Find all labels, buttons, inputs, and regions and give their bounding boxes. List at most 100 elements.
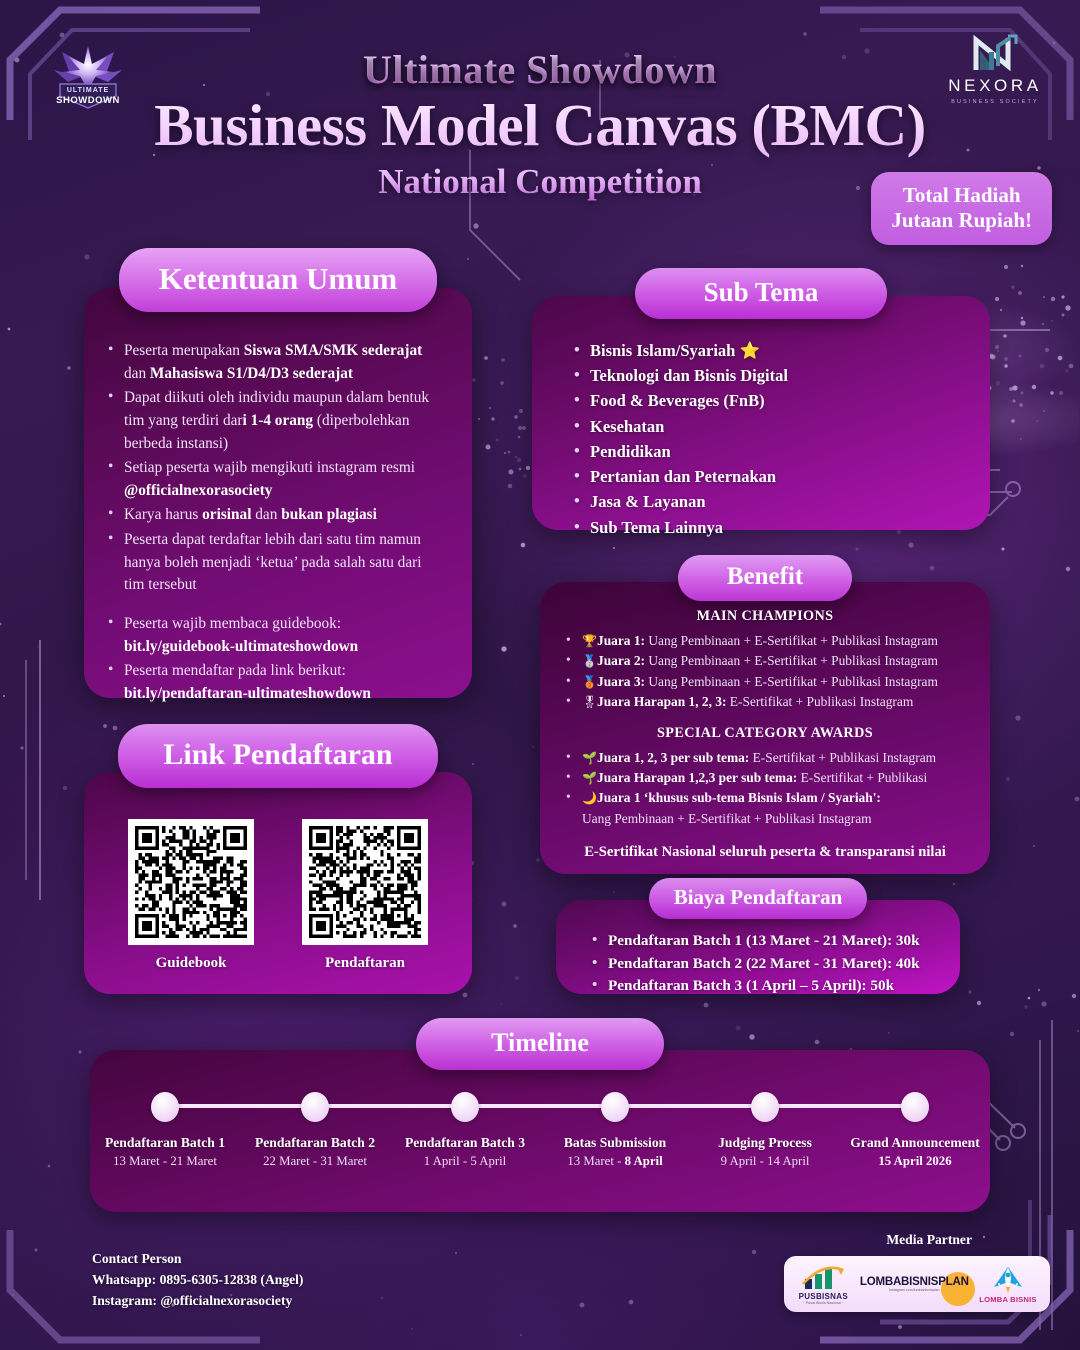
timeline-milestone-name: Judging Process	[718, 1135, 812, 1150]
contact-whatsapp: Whatsapp: 0895-6305-12838 (Angel)	[92, 1272, 304, 1288]
ketentuan-umum-heading: Ketentuan Umum	[119, 248, 437, 312]
timeline-dot	[601, 1092, 629, 1122]
title-line-1: Ultimate Showdown	[0, 46, 1080, 93]
ketentuan-umum-card: Ketentuan Umum Peserta merupakan Siswa S…	[84, 248, 472, 702]
timeline-milestone: Grand Announcement 15 April 2026	[840, 1092, 990, 1170]
list-item: Pertanian dan Peternakan	[574, 463, 788, 489]
list-item: Dapat diikuti oleh individu maupun dalam…	[108, 386, 442, 455]
list-item: Pendaftaran Batch 3 (1 April – 5 April):…	[592, 974, 920, 998]
lomba-bisnis-label: LOMBA BISNIS	[979, 1294, 1037, 1304]
list-item: Pendaftaran Batch 1 (13 Maret - 21 Maret…	[592, 929, 920, 953]
qr-code-pendaftaran-caption: Pendaftaran	[325, 955, 405, 971]
seedling-emoji: 🌱	[582, 770, 597, 785]
list-item: Bisnis Islam/Syariah ⭐	[574, 337, 788, 363]
main-champions-heading: MAIN CHAMPIONS	[696, 608, 834, 624]
ultimate-showdown-logo: ULTIMATE SHOWDOWN	[48, 40, 128, 110]
qr-code-pendaftaran-item: Pendaftaran	[302, 819, 428, 972]
list-item: 🥉Juara 3: Uang Pembinaan + E-Sertifikat …	[566, 671, 990, 692]
list-item: 🥈Juara 2: Uang Pembinaan + E-Sertifikat …	[566, 650, 990, 671]
qr-code-guidebook-item: Guidebook	[128, 819, 254, 972]
list-item: Peserta mendaftar pada link berikut: bit…	[108, 659, 442, 705]
timeline-milestone-name: Batas Submission	[563, 1135, 667, 1150]
qr-code-guidebook[interactable]	[128, 819, 254, 945]
pusbisnas-label: PUSBISNAS	[798, 1291, 848, 1301]
list-item: Peserta merupakan Siswa SMA/SMK sederaja…	[108, 339, 442, 385]
sub-tema-card: Sub Tema Bisnis Islam/Syariah ⭐Teknologi…	[532, 268, 990, 539]
wing-burst-icon	[54, 46, 122, 90]
timeline-milestone-date: 9 April - 14 April	[720, 1154, 810, 1168]
nexora-tagline: BUSINESS SOCIETY	[951, 99, 1039, 105]
crescent-moon-emoji: 🌙	[582, 791, 597, 806]
benefit-heading: Benefit	[678, 555, 852, 601]
special-awards-list: 🌱Juara 1, 2, 3 per sub tema: E-Sertifika…	[566, 746, 990, 830]
list-item: Kesehatan	[574, 413, 788, 439]
lomba-bisnis-logo: LOMBA BISNIS	[979, 1265, 1036, 1304]
biaya-pendaftaran-card: Biaya Pendaftaran Pendaftaran Batch 1 (1…	[556, 878, 960, 996]
media-partner-box: PUSBISNAS ~ Pusat Bisnis Nasional ~ LOMB…	[784, 1256, 1050, 1312]
poster-header: ULTIMATE SHOWDOWN NEXORA BUSINESS SOCIET…	[0, 0, 1080, 250]
nexora-mark-icon	[973, 34, 1018, 72]
seedling-emoji: 🌱	[582, 750, 597, 765]
contact-instagram: Instagram: @officialnexorasociety	[92, 1293, 293, 1309]
list-item: Sub Tema Lainnya	[574, 514, 788, 540]
list-item: 🌙Juara 1 ‘khusus sub-tema Bisnis Islam /…	[566, 787, 990, 829]
qr-code-pendaftaran[interactable]	[302, 819, 428, 945]
contact-person-block: Contact Person Whatsapp: 0895-6305-12838…	[92, 1248, 303, 1311]
media-partner-title: Media Partner	[886, 1232, 972, 1247]
nexora-logo: NEXORA BUSINESS SOCIETY	[940, 32, 1050, 116]
contact-title: Contact Person	[92, 1251, 182, 1266]
timeline-heading: Timeline	[416, 1018, 664, 1070]
biaya-pendaftaran-heading: Biaya Pendaftaran	[649, 878, 867, 919]
list-item: Jasa & Layanan	[574, 488, 788, 514]
timeline-milestone: Pendaftaran Batch 2 22 Maret - 31 Maret	[240, 1092, 390, 1170]
timeline-dot	[301, 1092, 329, 1122]
main-champions-list: 🏆Juara 1: Uang Pembinaan + E-Sertifikat …	[566, 630, 990, 713]
lombabisnisplan-label: LOMBABISNISPLAN	[859, 1276, 969, 1288]
link-pendaftaran-heading: Link Pendaftaran	[118, 724, 438, 788]
prize-badge: Total Hadiah Jutaan Rupiah!	[871, 172, 1052, 246]
star-emoji: ⭐	[739, 341, 761, 360]
list-item: Food & Beverages (FnB)	[574, 387, 788, 413]
timeline-dot	[751, 1092, 779, 1122]
logo-text-ultimate: ULTIMATE	[67, 87, 109, 94]
timeline-milestone-name: Pendaftaran Batch 3	[404, 1135, 526, 1150]
timeline-milestone-name: Pendaftaran Batch 1	[104, 1135, 226, 1150]
biaya-list: Pendaftaran Batch 1 (13 Maret - 21 Maret…	[592, 929, 920, 998]
orange-circle-decor	[940, 1272, 975, 1306]
timeline-milestone-date: 22 Maret - 31 Maret	[263, 1154, 367, 1168]
link-pendaftaran-card: Link Pendaftaran Guidebook Pendaftaran	[84, 724, 472, 994]
pusbisnas-logo: PUSBISNAS ~ Pusat Bisnis Nasional ~	[797, 1264, 849, 1305]
prize-line-2: Jutaan Rupiah!	[891, 207, 1032, 232]
trophy-emoji: 🏆	[582, 634, 597, 648]
timeline-milestone: Pendaftaran Batch 1 13 Maret - 21 Maret	[90, 1092, 240, 1170]
timeline-card: Timeline Pendaftaran Batch 1 13 Maret - 2…	[90, 1018, 990, 1212]
timeline-dot	[151, 1092, 179, 1122]
list-item: Karya harus orisinal dan bukan plagiasi	[108, 503, 442, 527]
list-item: Peserta dapat terdaftar lebih dari satu …	[108, 528, 442, 597]
sub-tema-heading: Sub Tema	[635, 268, 887, 319]
lombabisnisplan-logo: LOMBABISNISPLAN instagram.com/lombabisni…	[859, 1272, 975, 1306]
list-item: 🌱Juara 1, 2, 3 per sub tema: E-Sertifika…	[566, 746, 990, 768]
list-item: Teknologi dan Bisnis Digital	[574, 362, 788, 388]
timeline-milestone-name: Pendaftaran Batch 2	[254, 1135, 376, 1150]
silver-medal-emoji: 🥈	[582, 654, 597, 669]
timeline-dot	[901, 1092, 929, 1122]
timeline-milestone-date: 15 April 2026	[878, 1154, 952, 1168]
rocket-icon	[993, 1266, 1022, 1293]
growth-chart-icon	[802, 1266, 845, 1289]
logo-text-showdown: SHOWDOWN	[56, 95, 120, 106]
ketentuan-list: Peserta merupakan Siswa SMA/SMK sederaja…	[108, 339, 442, 707]
timeline-milestone: Judging Process 9 April - 14 April	[690, 1092, 840, 1170]
poster-title-block: Ultimate Showdown Business Model Canvas …	[0, 0, 1080, 202]
benefit-card: Benefit MAIN CHAMPIONS 🏆Juara 1: Uang Pe…	[540, 555, 990, 874]
timeline-milestone-name: Grand Announcement	[850, 1135, 980, 1150]
timeline-dot	[451, 1092, 479, 1122]
timeline-milestone-date: 13 Maret - 21 Maret	[113, 1154, 217, 1168]
qr-code-guidebook-caption: Guidebook	[155, 955, 227, 971]
list-item: 🎖Juara Harapan 1, 2, 3: E-Sertifikat + P…	[566, 691, 990, 712]
bronze-medal-emoji: 🥉	[582, 674, 597, 689]
sub-tema-list: Bisnis Islam/Syariah ⭐Teknologi dan Bisn…	[574, 337, 788, 540]
list-item	[124, 599, 442, 611]
